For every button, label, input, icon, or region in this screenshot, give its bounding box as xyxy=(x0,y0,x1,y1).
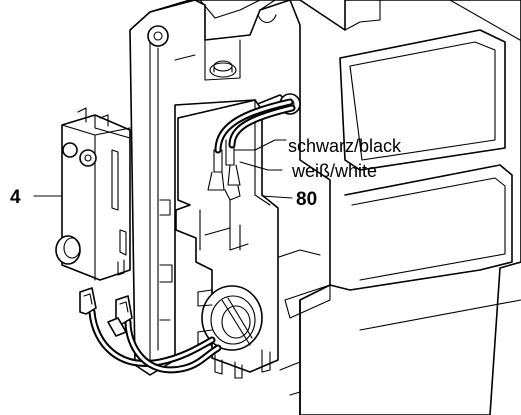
appliance-housing xyxy=(149,0,521,415)
pcb-assembly-80 xyxy=(175,99,279,379)
label-wire-black: schwarz/black xyxy=(288,136,402,156)
label-part-4: 4 xyxy=(10,187,21,208)
label-part-80: 80 xyxy=(296,189,317,210)
label-wire-white: weiß/white xyxy=(291,161,377,181)
cable-pair xyxy=(214,98,296,154)
flat-connectors xyxy=(79,287,133,337)
lower-wires xyxy=(88,308,222,374)
leader-lines xyxy=(33,139,293,199)
component-4 xyxy=(55,107,131,281)
